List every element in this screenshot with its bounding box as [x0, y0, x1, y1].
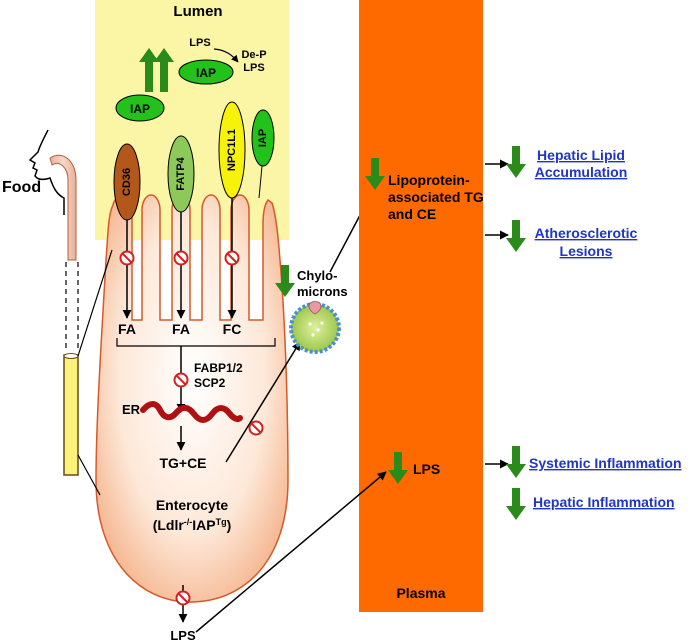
tgce-label: TG+CE	[159, 455, 206, 471]
iap-label-left: IAP	[130, 102, 150, 116]
inhibit-fabp-icon	[173, 372, 189, 388]
plasma-label: Plasma	[396, 585, 445, 601]
up-arrow-iap-1	[139, 48, 159, 92]
arrow-lps-plasma	[195, 471, 387, 633]
chylo-label-line1: Chylo-	[297, 268, 337, 283]
face-silhouette-icon	[28, 129, 65, 215]
iap-enzyme-right	[251, 109, 275, 167]
fabp-label-line2: SCP2	[194, 376, 226, 390]
iap-label-top: IAP	[196, 66, 216, 80]
zoom-line-top	[77, 249, 113, 357]
chylomicron-particle-icon	[289, 301, 341, 354]
iap-enzyme-top	[178, 59, 234, 85]
down-arrow-lipo	[365, 158, 385, 190]
iap-enzyme-left	[115, 94, 165, 122]
intestine-segment	[63, 354, 79, 476]
lipo-label-line1: Lipoprotein-	[388, 172, 470, 188]
up-arrow-iap-2	[154, 48, 174, 92]
intestine-segment-top	[63, 353, 79, 359]
inhibit-npc1l1-icon	[224, 250, 240, 266]
fatp4-label: FATP4	[175, 156, 187, 190]
iap-right-stalk	[258, 165, 263, 199]
athero-line2: Lesions	[560, 243, 613, 259]
iap-label-right: IAP	[257, 129, 269, 147]
lipo-label-line3: and CE	[388, 206, 436, 222]
er-squiggle	[140, 401, 243, 423]
npc1l1-label: NPC1L1	[226, 129, 238, 171]
fa-label-1: FA	[118, 321, 136, 337]
lumen-label: Lumen	[173, 3, 222, 20]
hepatic-inflammation-label: Hepatic Inflammation	[533, 494, 675, 510]
inhibit-fatp4-icon	[173, 250, 189, 266]
lps-bottom-label: LPS	[170, 628, 196, 643]
enterocyte-label-line1: Enterocyte	[156, 497, 229, 513]
dep-label-line2: LPS	[243, 62, 264, 74]
inhibit-cd36-icon	[119, 250, 135, 266]
down-arrow-hepatic-lipid	[506, 146, 526, 178]
dephos-arrow	[213, 48, 239, 63]
systemic-inflammation-label: Systemic Inflammation	[529, 455, 682, 471]
arrow-tgce-chylo	[225, 341, 301, 463]
fa-label-2: FA	[172, 321, 190, 337]
hepatic-lipid-line1: Hepatic Lipid	[537, 147, 625, 163]
zoom-line-bottom	[77, 454, 101, 496]
lipo-label-line2: associated TG	[388, 189, 484, 205]
lps-plasma-label: LPS	[413, 461, 440, 477]
down-arrow-chylo	[275, 265, 295, 297]
down-arrow-hepatic-inflam	[506, 488, 526, 520]
down-arrow-lps-plasma	[388, 452, 408, 484]
food-label: Food	[2, 179, 41, 196]
lps-top-label: LPS	[189, 37, 210, 49]
inhibit-lps-exit-icon	[175, 590, 191, 606]
dep-label-line1: De-P	[241, 49, 266, 61]
fc-label: FC	[223, 321, 242, 337]
cd36-label: CD36	[121, 168, 133, 196]
down-arrow-athero	[506, 220, 526, 252]
er-label: ER	[122, 402, 141, 417]
enterocyte-cell	[95, 194, 289, 603]
hepatic-lipid-line2: Accumulation	[535, 164, 628, 180]
inhibit-chylo-icon	[248, 420, 264, 436]
fabp-label-line1: FABP1/2	[194, 361, 243, 375]
plasma-bar	[359, 0, 483, 612]
down-arrow-systemic	[506, 446, 526, 478]
convergence-bracket	[116, 338, 276, 347]
esophagus-tube	[49, 154, 77, 261]
athero-line1: Atherosclerotic	[535, 225, 638, 241]
enterocyte-genotype-label: (Ldlr-/-IAPTg)	[153, 517, 232, 533]
chylo-label-line2: microns	[297, 284, 348, 299]
